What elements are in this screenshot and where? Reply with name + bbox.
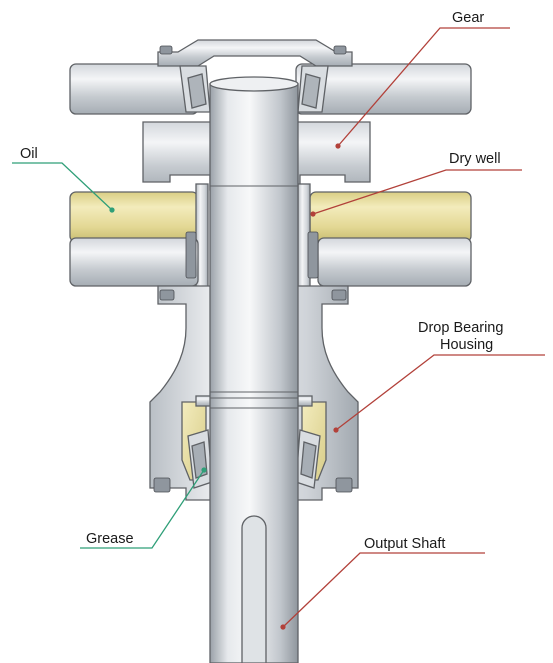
casing-right <box>317 237 472 287</box>
output-shaft <box>209 76 299 663</box>
leader-oil <box>12 162 113 211</box>
shaft-top-end <box>209 76 299 92</box>
leader-output-shaft <box>282 552 485 628</box>
oil-right <box>309 191 472 243</box>
label-dry-well: Dry well <box>449 151 501 167</box>
label-oil: Oil <box>20 146 38 162</box>
casing-left <box>69 237 199 287</box>
lower-bearing-right <box>295 429 321 489</box>
shaft-keyway <box>241 515 267 663</box>
upper-bearing-left <box>179 65 211 113</box>
label-drop-bearing-line2: Housing <box>440 337 493 353</box>
gear-left-wheel <box>69 63 199 115</box>
leader-grease <box>80 469 205 549</box>
leader-gear <box>337 27 510 147</box>
oil-left <box>69 191 199 243</box>
casing-bolt-right <box>307 231 319 279</box>
housing-bolt-bottom-left <box>153 477 171 493</box>
housing-bolt-top-left <box>159 289 175 301</box>
housing-bolt-top-right <box>331 289 347 301</box>
upper-bearing-right <box>297 65 329 113</box>
lower-casing <box>69 231 472 287</box>
label-gear: Gear <box>452 10 484 26</box>
leader-dry-well <box>312 169 522 215</box>
cover-bolt-left <box>159 45 173 55</box>
leader-lines <box>12 27 545 630</box>
housing-bolt-bottom-right <box>335 477 353 493</box>
cover-bolt-right <box>333 45 347 55</box>
lower-bearing-left <box>187 429 213 489</box>
label-drop-bearing-line1: Drop Bearing <box>418 320 503 336</box>
gear-top-cover <box>157 39 353 67</box>
casing-bolt-left <box>185 231 197 279</box>
leader-drop-bearing <box>335 354 545 431</box>
label-output-shaft: Output Shaft <box>364 536 445 552</box>
label-grease: Grease <box>86 531 134 547</box>
